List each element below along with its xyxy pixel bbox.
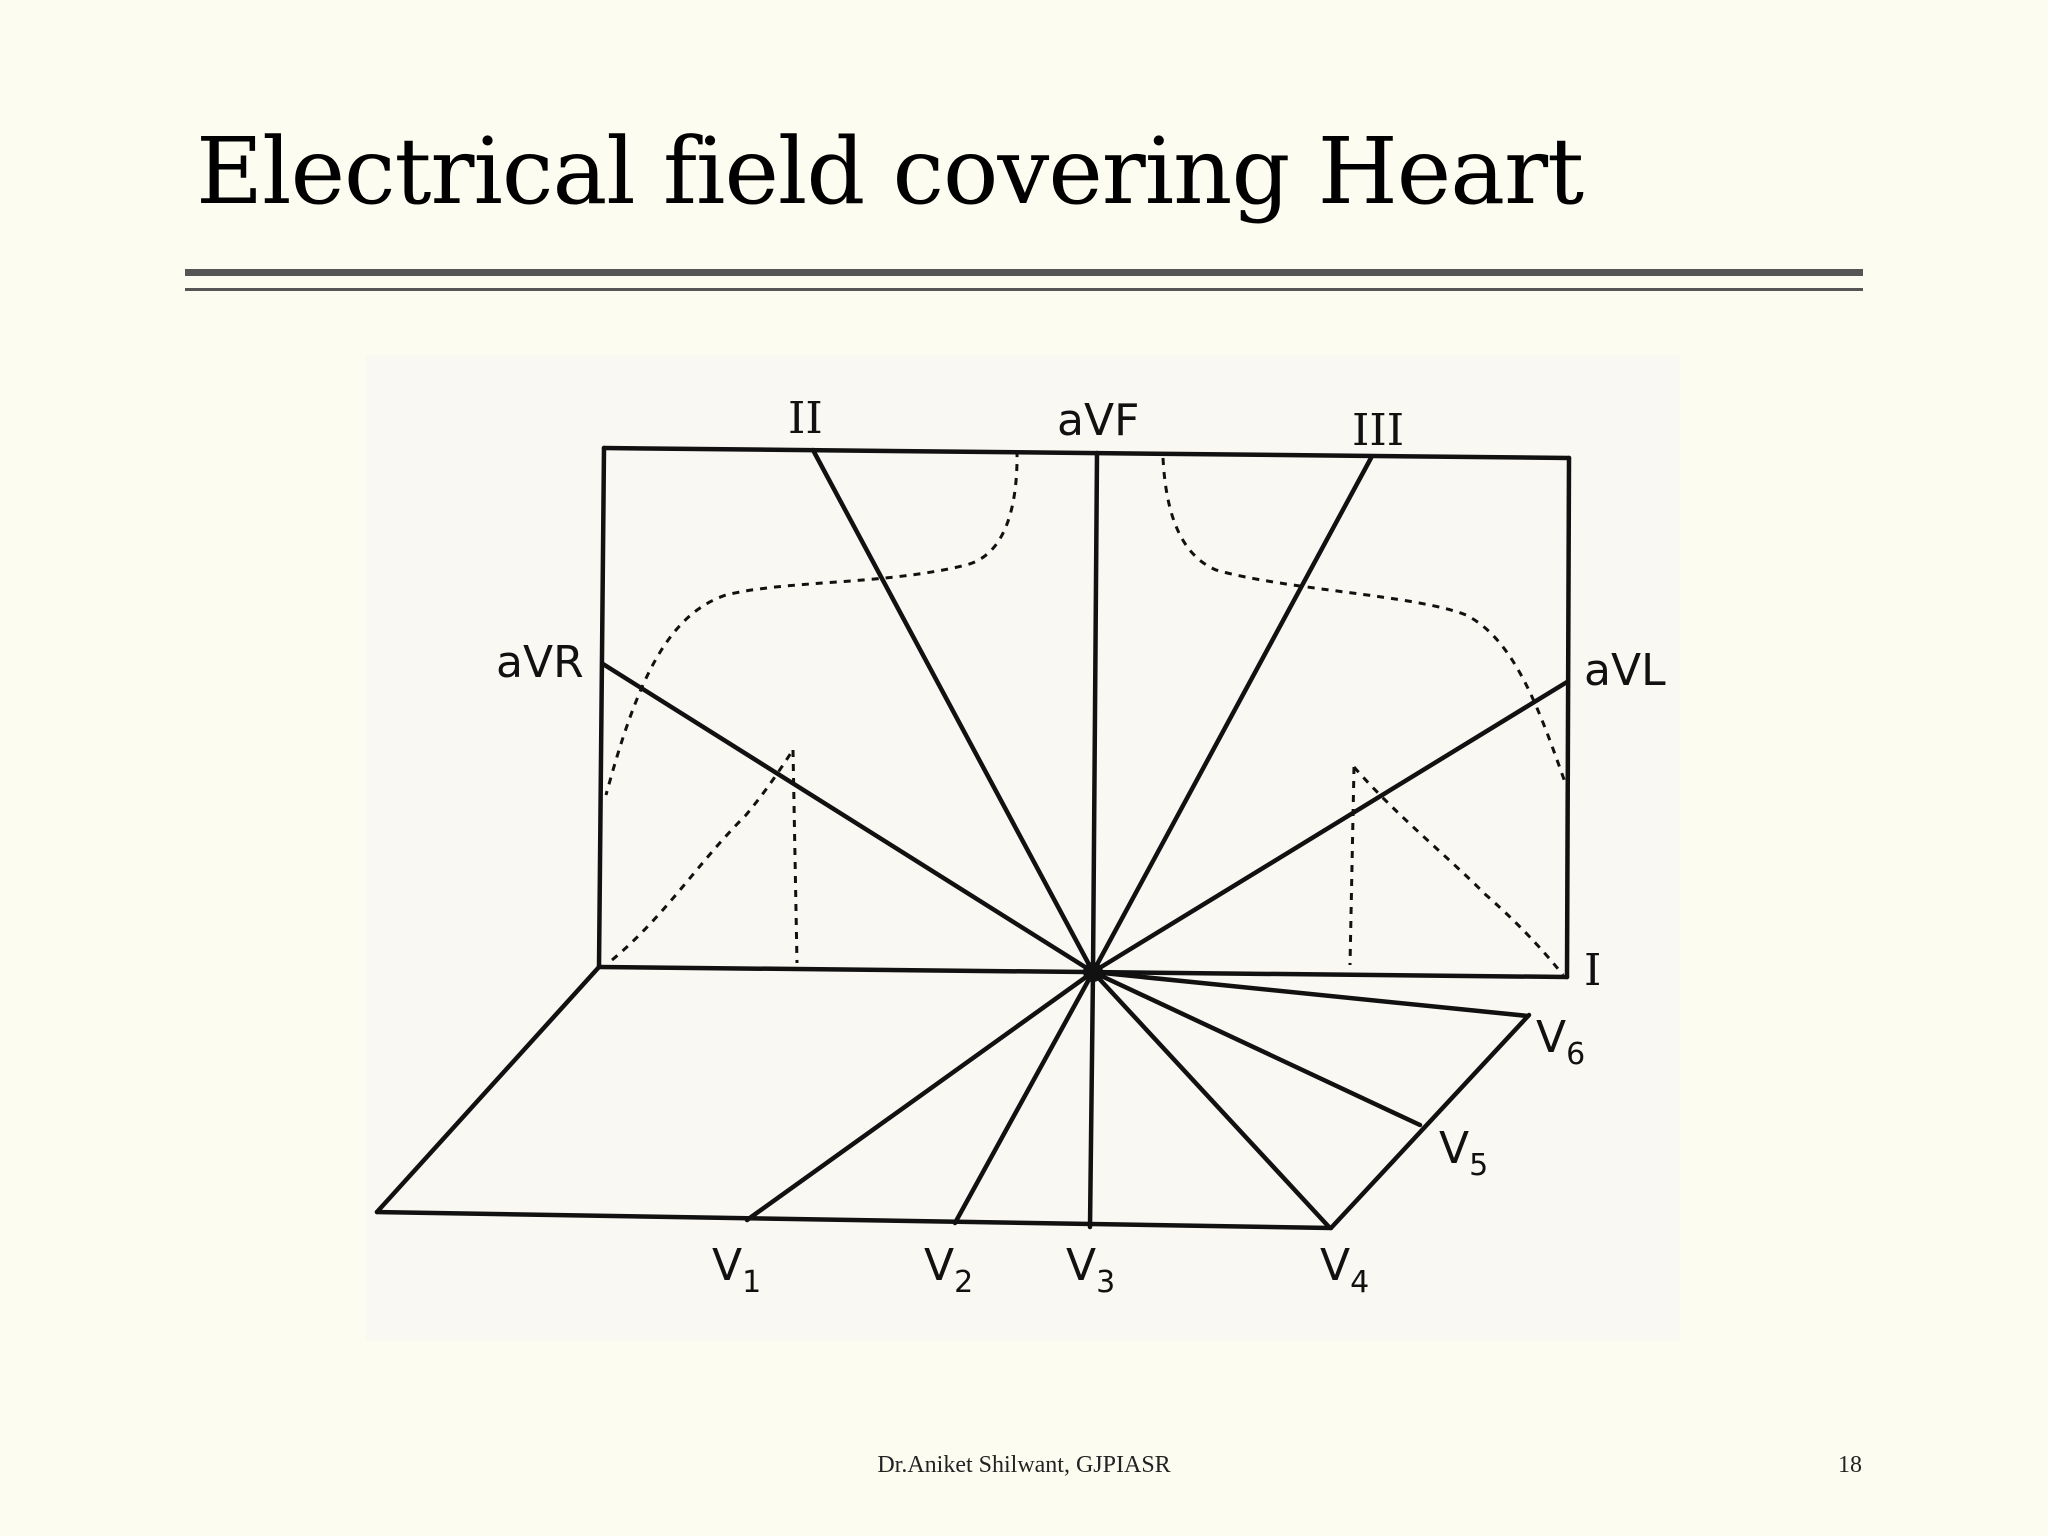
ecg-lead-diagram-svg: II aVF III aVR aVL I V1 V2 V3 V4 V5 V6 [374,393,1666,1300]
lead-label-V3: V3 [1066,1240,1115,1300]
field-curve-lower-left [611,749,795,962]
field-curve-lower-right-vertical [1348,766,1356,966]
horizontal-plane-front-edge [374,1209,1334,1231]
title-divider-thin [185,288,1863,291]
lead-label-I: I [1584,945,1601,996]
lead-label-aVR: aVR [496,637,584,688]
horizontal-plane-left-edge [374,964,602,1215]
frontal-plane-frame [596,445,1572,980]
lead-label-V6: V6 [1536,1012,1585,1072]
lead-label-V1: V1 [712,1240,761,1300]
precordial-lead-axes [744,969,1531,1230]
slide-title: Electrical field covering Heart [196,118,1584,225]
lead-V6-axis [1090,969,1531,1019]
lead-label-III: III [1352,405,1404,456]
lead-III-axis [1090,455,1374,975]
ecg-lead-diagram: II aVF III aVR aVL I V1 V2 V3 V4 V5 V6 [366,355,1680,1341]
limb-lead-axes [600,447,1570,975]
lead-II-axis [810,447,1096,975]
slide-page-number: 18 [1838,1452,1862,1478]
field-curve-upper-right [1161,457,1568,786]
lead-V3-axis [1087,969,1096,1230]
horizontal-plane-frame [374,964,1532,1231]
lead-label-aVL: aVL [1584,645,1666,696]
lead-aVF-axis [1090,450,1100,975]
field-curve-lower-right [1352,766,1565,976]
lead-label-V4: V4 [1320,1240,1369,1300]
lead-V2-axis [952,969,1096,1226]
frontal-plane-top-edge [601,445,1572,461]
frontal-plane-right-edge [1564,455,1572,980]
lead-V4-axis [1090,969,1332,1230]
frontal-plane-left-edge [596,445,607,970]
lead-label-V5: V5 [1439,1123,1488,1183]
lead-V1-axis [744,969,1096,1223]
lead-aVL-axis [1090,679,1570,975]
lead-label-aVF: aVF [1057,395,1139,446]
title-divider-thick [185,269,1863,276]
lead-label-V2: V2 [924,1240,973,1300]
field-curve-upper-left [604,449,1019,796]
electrical-field-curves [604,449,1568,976]
lead-label-II: II [788,393,823,444]
lead-aVR-axis [600,661,1096,975]
lead-V5-axis [1090,969,1423,1128]
heart-center-point [1083,962,1103,982]
slide-footer: Dr.Aniket Shilwant, GJPIASR [877,1452,1171,1478]
horizontal-plane-right-edge [1328,1012,1532,1231]
field-curve-lower-left-vertical [791,749,799,964]
